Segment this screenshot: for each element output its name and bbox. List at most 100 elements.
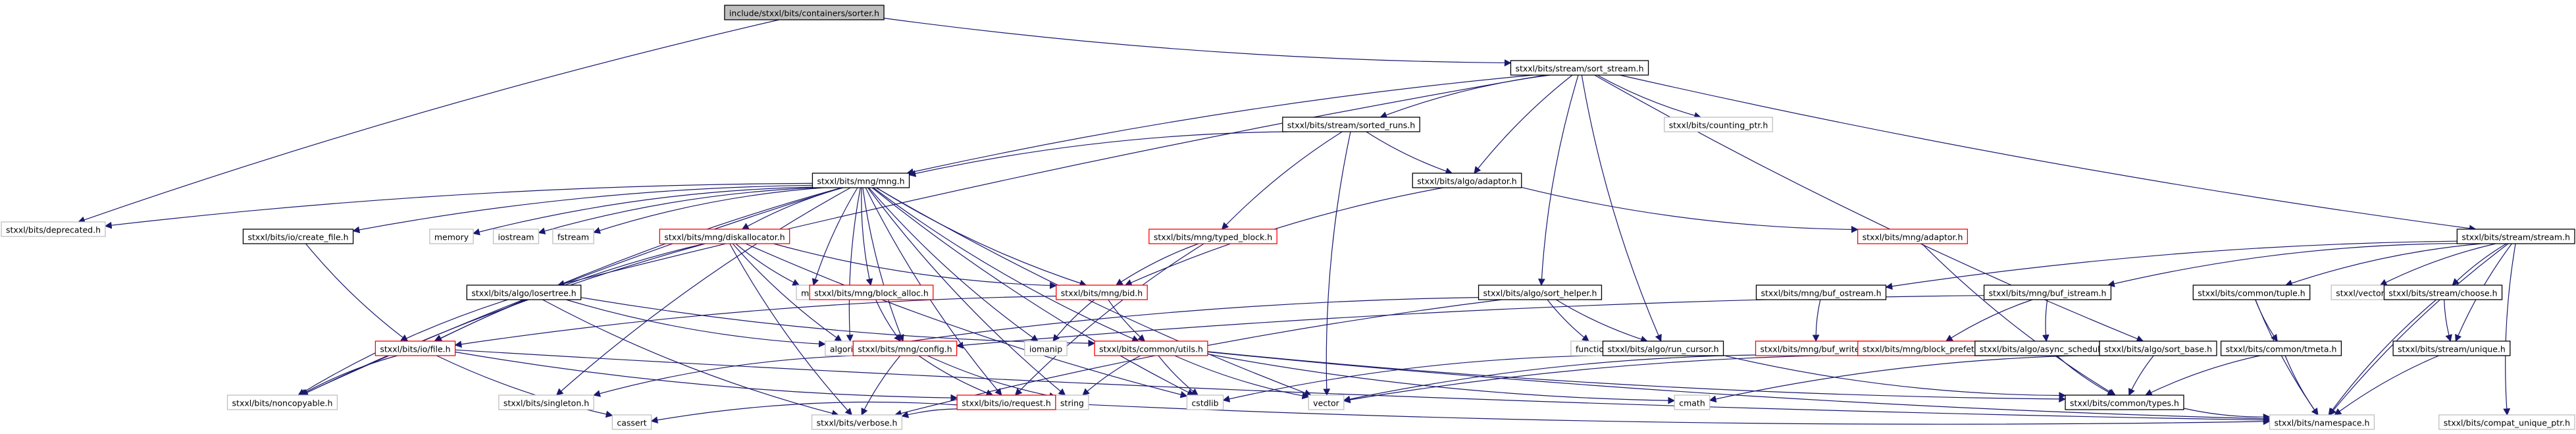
- node-box: [1148, 229, 1277, 244]
- node-box: [242, 229, 354, 244]
- node-verbose: stxxl/bits/verbose.h: [811, 414, 903, 430]
- edge-diskallocator-to-bid: [773, 243, 1057, 289]
- edge-mng-config-to-verbose: [861, 355, 901, 416]
- node-label: stxxl/bits/singleton.h: [503, 398, 589, 408]
- node-types[interactable]: stxxl/bits/common/types.h: [2065, 394, 2184, 410]
- node-label: include/stxxl/bits/containers/sorter.h: [729, 9, 879, 18]
- node-box: [1857, 229, 1969, 244]
- node-bid[interactable]: stxxl/bits/mng/bid.h: [1056, 285, 1148, 300]
- edge-sort-stream-to-sort-base: [1594, 74, 2144, 342]
- node-label: stxxl/bits/mng/typed_block.h: [1154, 232, 1272, 242]
- node-box: [552, 229, 594, 244]
- node-buf-ostream[interactable]: stxxl/bits/mng/buf_ostream.h: [1755, 285, 1887, 300]
- node-box: [1, 221, 106, 237]
- node-diskallocator[interactable]: stxxl/bits/mng/diskallocator.h: [659, 229, 790, 244]
- edge-utils-to-string: [1082, 355, 1141, 396]
- node-tmeta[interactable]: stxxl/bits/common/tmeta.h: [2220, 340, 2342, 356]
- node-run-cursor[interactable]: stxxl/bits/algo/run_cursor.h: [1602, 340, 1724, 356]
- edge-sort-helper-to-run-cursor: [1555, 299, 1648, 343]
- edge-sorted-runs-to-algo-adaptor: [1366, 131, 1453, 175]
- file-nodes: include/stxxl/bits/containers/sorter.h st…: [1, 5, 2575, 430]
- edge-mng-to-map: [811, 187, 858, 286]
- node-box: [226, 394, 338, 410]
- edge-stream-h-to-choose: [2452, 243, 2507, 286]
- node-label: stxxl/bits/algo/sort_base.h: [2104, 344, 2212, 354]
- node-tuple[interactable]: stxxl/bits/common/tuple.h: [2192, 285, 2311, 300]
- node-label: stxxl/bits/mng/mng.h: [817, 176, 904, 186]
- node-typed-block[interactable]: stxxl/bits/mng/typed_block.h: [1148, 229, 1277, 244]
- node-box: [1510, 60, 1649, 76]
- node-label: stxxl/bits/mng/buf_istream.h: [1989, 288, 2107, 298]
- node-label: stxxl/bits/verbose.h: [817, 418, 898, 428]
- edge-tuple-to-namespace: [2255, 299, 2319, 416]
- node-root[interactable]: include/stxxl/bits/containers/sorter.h: [724, 5, 885, 20]
- node-buf-writer[interactable]: stxxl/bits/mng/buf_writer.h: [1755, 340, 1876, 356]
- edge-create-file-to-ufs-file: [305, 243, 409, 342]
- node-box: [2392, 340, 2511, 356]
- node-ufs-file[interactable]: stxxl/bits/io/file.h: [374, 340, 456, 356]
- edge-mng-to-algorithm: [846, 187, 861, 342]
- node-request[interactable]: stxxl/bits/io/request.h: [956, 394, 1056, 410]
- edge-typed-block-to-bid: [1115, 243, 1199, 286]
- node-block-alloc[interactable]: stxxl/bits/mng/block_alloc.h: [809, 285, 934, 300]
- node-label: stxxl/bits/deprecated.h: [6, 225, 101, 235]
- edge-sort-stream-to-counting-ptr: [1597, 74, 1702, 119]
- node-sort-stream[interactable]: stxxl/bits/stream/sort_stream.h: [1510, 60, 1649, 76]
- node-label: stxxl/bits/stream/stream.h: [2461, 232, 2570, 242]
- node-mng[interactable]: stxxl/bits/mng/mng.h: [811, 173, 910, 188]
- node-label: stxxl/bits/mng/buf_writer.h: [1761, 344, 1870, 354]
- node-label: cassert: [617, 418, 646, 428]
- node-label: iomanip: [1029, 344, 1062, 354]
- node-mng-adaptor[interactable]: stxxl/bits/mng/adaptor.h: [1857, 229, 1969, 244]
- edge-tmeta-to-namespace: [2284, 355, 2319, 416]
- node-label: stxxl/bits/compat_unique_ptr.h: [2444, 418, 2570, 428]
- node-create-file[interactable]: stxxl/bits/io/create_file.h: [242, 229, 354, 244]
- node-choose[interactable]: stxxl/bits/stream/choose.h: [2383, 285, 2503, 300]
- node-label: stxxl/bits/common/utils.h: [1099, 344, 1203, 354]
- edge-mng-to-cstdlib: [871, 187, 1195, 396]
- node-unique[interactable]: stxxl/bits/stream/unique.h: [2392, 340, 2511, 356]
- node-label: stxxl/bits/stream/choose.h: [2388, 288, 2497, 298]
- node-label: stxxl/bits/mng/block_prefetcher.h: [1863, 344, 1999, 354]
- node-sort-helper[interactable]: stxxl/bits/algo/sort_helper.h: [1478, 285, 1603, 300]
- node-mng-config[interactable]: stxxl/bits/mng/config.h: [852, 340, 958, 356]
- node-stream-h[interactable]: stxxl/bits/stream/stream.h: [2456, 229, 2575, 244]
- node-deprecated: stxxl/bits/deprecated.h: [1, 221, 106, 237]
- node-box: [1024, 340, 1068, 356]
- edge-root-to-deprecated: [78, 19, 780, 223]
- edge-mng-to-iomanip: [868, 187, 1039, 342]
- node-noncopyable: stxxl/bits/noncopyable.h: [226, 394, 338, 410]
- node-box: [809, 285, 934, 300]
- edge-bid-to-iomanip: [1052, 299, 1095, 342]
- node-sort-base[interactable]: stxxl/bits/algo/sort_base.h: [2099, 340, 2217, 356]
- node-string: string: [1055, 394, 1089, 410]
- edge-mng-to-create-file: [352, 184, 813, 234]
- node-label: stxxl/bits/io/request.h: [962, 398, 1051, 408]
- node-namespace: stxxl/bits/namespace.h: [2269, 414, 2375, 430]
- node-box: [811, 414, 903, 430]
- node-block-prefetcher[interactable]: stxxl/bits/mng/block_prefetcher.h: [1857, 340, 2005, 356]
- node-box: [611, 414, 652, 430]
- node-label: stxxl/bits/mng/diskallocator.h: [664, 232, 785, 242]
- edge-run-cursor-to-types: [1723, 355, 2067, 399]
- edge-mng-to-string: [867, 187, 1066, 396]
- edge-stream-h-to-stxxl-vector: [2379, 243, 2496, 286]
- node-async-schedule[interactable]: stxxl/bits/algo/async_schedule.h: [1974, 340, 2118, 356]
- node-label: stxxl/bits/mng/config.h: [858, 344, 952, 354]
- node-utils[interactable]: stxxl/bits/common/utils.h: [1094, 340, 1208, 356]
- node-box: [1674, 394, 1711, 410]
- edge-block-prefetcher-to-vector: [1343, 354, 1858, 404]
- edge-choose-to-unique: [2444, 299, 2452, 342]
- edge-tuple-to-tmeta: [2255, 299, 2278, 342]
- node-stxxl-vector: stxxl/vector: [2331, 285, 2390, 300]
- edge-request-to-namespace: [1055, 402, 2271, 425]
- node-buf-istream[interactable]: stxxl/bits/mng/buf_istream.h: [1983, 285, 2112, 300]
- edge-sort-stream-to-run-cursor: [1581, 74, 1662, 342]
- edge-mng-to-deprecated: [104, 182, 813, 229]
- node-algo-adaptor[interactable]: stxxl/bits/algo/adaptor.h: [1412, 173, 1522, 188]
- node-sorted-runs[interactable]: stxxl/bits/stream/sorted_runs.h: [1282, 117, 1420, 132]
- node-label: stxxl/bits/mng/buf_ostream.h: [1761, 288, 1881, 298]
- node-losertree[interactable]: stxxl/bits/algo/losertree.h: [466, 285, 582, 300]
- edge-sort-stream-to-algo-adaptor: [1474, 74, 1573, 174]
- node-label: stxxl/bits/algo/losertree.h: [471, 288, 576, 298]
